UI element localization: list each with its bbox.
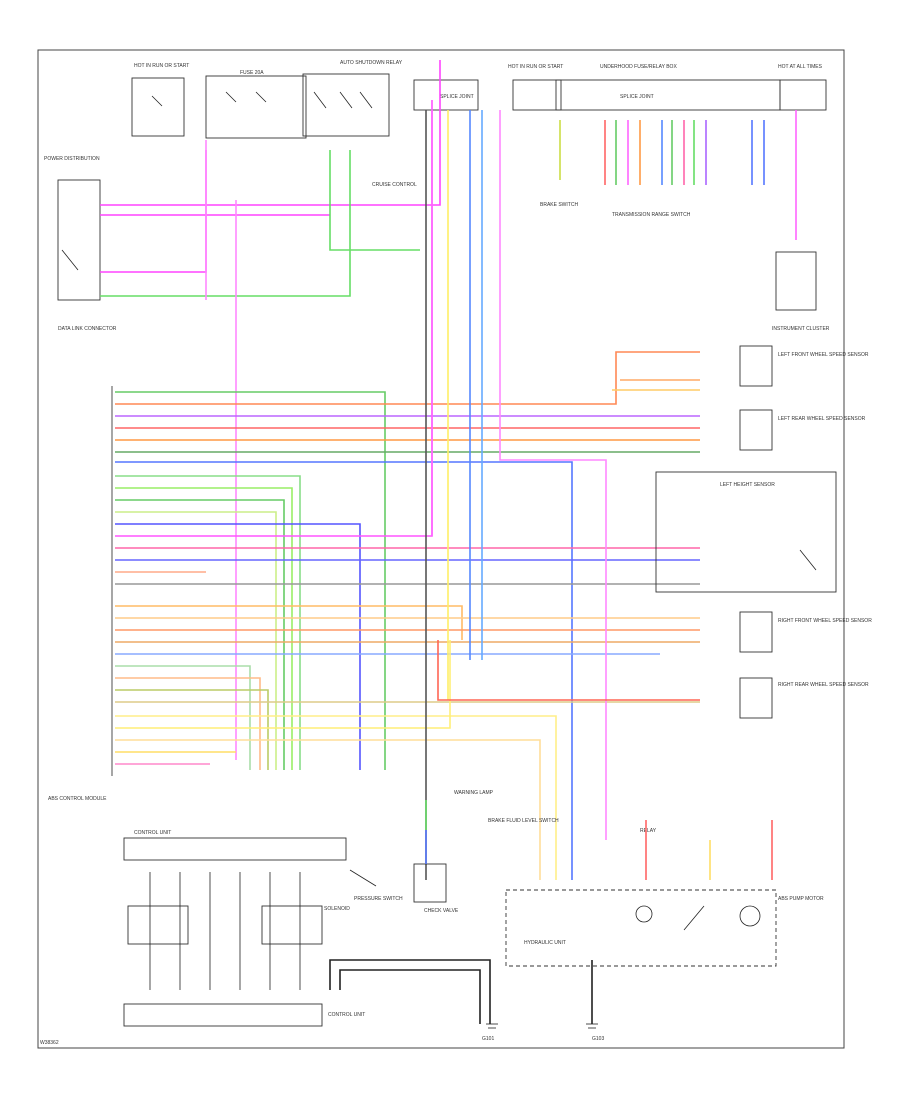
control-unit-top: CONTROL UNIT xyxy=(123,830,347,861)
power-distribution-label: POWER DISTRIBUTION xyxy=(44,156,100,162)
abs-module-label: ABS CONTROL MODULE xyxy=(48,796,107,802)
brake-switch-label: BRAKE SWITCH xyxy=(540,202,578,208)
left-rear-sensor: LEFT REAR WHEEL SPEED SENSOR xyxy=(739,409,866,451)
solenoid-label: SOLENOID xyxy=(324,906,350,912)
warning-lamp-label: WARNING LAMP xyxy=(454,790,494,796)
left-height-sensor-label: LEFT HEIGHT SENSOR xyxy=(720,482,775,488)
ground-right: G103 xyxy=(586,1023,604,1042)
fuse-box-top: FUSE 20A xyxy=(205,70,307,139)
left-height-sensor: LEFT HEIGHT SENSOR xyxy=(655,471,837,593)
instrument-cluster: INSTRUMENT CLUSTER xyxy=(772,251,830,332)
left-switch-block: POWER DISTRIBUTION xyxy=(44,156,101,301)
hot-run-start-label: HOT IN RUN OR START xyxy=(134,63,189,69)
ground-left-label: G101 xyxy=(482,1036,494,1042)
hot-at-all-times-right-block: HOT AT ALL TIMES xyxy=(778,64,827,111)
diagram-frame xyxy=(37,49,845,1049)
abs-pump-motor-label: ABS PUMP MOTOR xyxy=(778,896,824,902)
check-valve-label: CHECK VALVE xyxy=(424,908,459,914)
left-front-sensor: LEFT FRONT WHEEL SPEED SENSOR xyxy=(739,345,869,387)
left-rear-sensor-label: LEFT REAR WHEEL SPEED SENSOR xyxy=(778,416,866,422)
underhood-fuse-label: UNDERHOOD FUSE/RELAY BOX xyxy=(600,64,677,70)
abs-module-connector: ABS CONTROL MODULE DATA LINK CONNECTOR xyxy=(48,326,117,802)
instrument-cluster-label: INSTRUMENT CLUSTER xyxy=(772,326,830,332)
ground-right-label: G103 xyxy=(592,1036,604,1042)
hydraulic-unit: ABS PUMP MOTOR HYDRAULIC UNIT RELAY xyxy=(505,828,824,967)
cruise-control-label: CRUISE CONTROL xyxy=(372,182,417,188)
transmission-range-label: TRANSMISSION RANGE SWITCH xyxy=(612,212,691,218)
control-unit-bottom-label: CONTROL UNIT xyxy=(328,1012,365,1018)
right-rear-sensor-label: RIGHT REAR WHEEL SPEED SENSOR xyxy=(778,682,869,688)
hot-run-start-mid-block: HOT IN RUN OR START xyxy=(508,64,563,111)
ground-left: G101 xyxy=(482,1023,498,1042)
left-front-sensor-label: LEFT FRONT WHEEL SPEED SENSOR xyxy=(778,352,869,358)
pressure-switch: PRESSURE SWITCH xyxy=(349,869,403,902)
splice-block-mid: SPLICE JOINT xyxy=(413,79,479,111)
splice-label-right: SPLICE JOINT xyxy=(620,94,654,100)
right-front-sensor-label: RIGHT FRONT WHEEL SPEED SENSOR xyxy=(778,618,872,624)
hot-all-times-right-label: HOT AT ALL TIMES xyxy=(778,64,823,70)
control-unit-bottom: CONTROL UNIT xyxy=(123,1003,365,1027)
control-unit-top-label: CONTROL UNIT xyxy=(134,830,171,836)
wire-harness xyxy=(100,60,797,880)
splice-label-left: SPLICE JOINT xyxy=(440,94,474,100)
relay-block-top: AUTO SHUTDOWN RELAY xyxy=(302,60,403,137)
auto-shutdown-relay-label: AUTO SHUTDOWN RELAY xyxy=(340,60,403,66)
right-front-sensor: RIGHT FRONT WHEEL SPEED SENSOR xyxy=(739,611,872,653)
relay-label: RELAY xyxy=(640,828,657,834)
pressure-switch-label: PRESSURE SWITCH xyxy=(354,896,403,902)
hydraulic-unit-label: HYDRAULIC UNIT xyxy=(524,940,566,946)
check-valve: CHECK VALVE xyxy=(413,863,459,914)
hot-run-start-mid-label: HOT IN RUN OR START xyxy=(508,64,563,70)
underhood-fuse-block: UNDERHOOD FUSE/RELAY BOX SPLICE JOINT xyxy=(555,64,781,111)
data-link-label: DATA LINK CONNECTOR xyxy=(58,326,117,332)
right-rear-sensor: RIGHT REAR WHEEL SPEED SENSOR xyxy=(739,677,869,719)
top-fuse-block-left: HOT IN RUN OR START xyxy=(131,63,189,137)
figure-id: W38362 xyxy=(40,1040,59,1046)
solenoid-row: SOLENOID xyxy=(127,872,350,990)
brake-fluid-switch-label: BRAKE FLUID LEVEL SWITCH xyxy=(488,818,559,824)
fuse-label: FUSE 20A xyxy=(240,70,264,76)
bottom-wires xyxy=(329,800,773,1024)
